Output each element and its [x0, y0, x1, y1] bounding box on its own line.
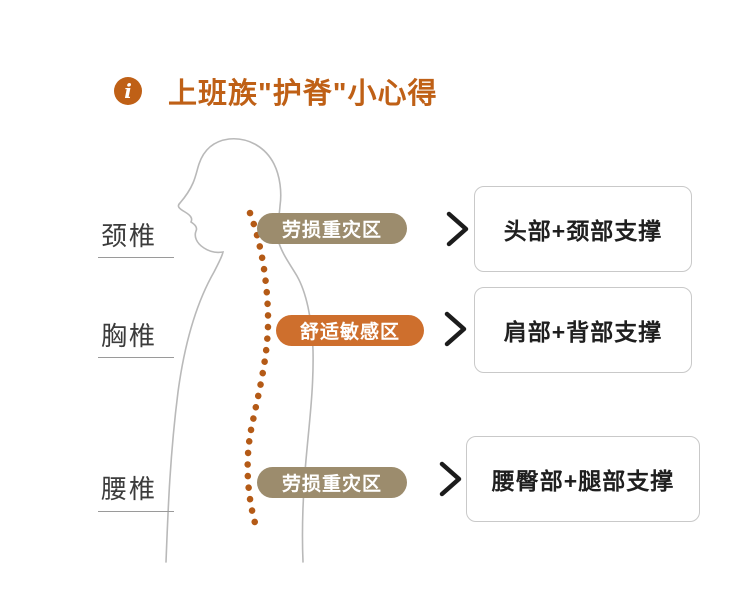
spine-dotted-line — [244, 209, 272, 534]
body-outline-path — [165, 138, 314, 563]
chevron-right-icon — [439, 461, 462, 497]
support-text: 腰臀部+腿部支撑 — [491, 468, 675, 494]
zone-pill-lumbar: 劳损重灾区 — [257, 467, 407, 498]
spine-label-underline — [98, 357, 174, 358]
zone-pill-thoracic: 舒适敏感区 — [276, 315, 424, 346]
spine-label-lumbar: 腰椎 — [101, 474, 158, 504]
support-box-shoulder-back: 肩部+背部支撑 — [474, 287, 692, 373]
support-box-head-neck: 头部+颈部支撑 — [474, 186, 692, 272]
spine-label-cervical: 颈椎 — [101, 221, 158, 251]
chevron-right-icon — [446, 211, 469, 247]
header: i 上班族"护脊"小心得 — [114, 70, 438, 112]
spine-label-underline — [98, 511, 174, 512]
support-text: 肩部+背部支撑 — [503, 319, 663, 345]
support-text: 头部+颈部支撑 — [503, 218, 663, 244]
page-title: 上班族"护脊"小心得 — [168, 78, 438, 110]
chevron-right-icon — [444, 311, 467, 347]
info-icon: i — [114, 77, 142, 105]
support-box-hip-leg: 腰臀部+腿部支撑 — [466, 436, 700, 522]
zone-pill-cervical: 劳损重灾区 — [257, 213, 407, 244]
spine-label-thoracic: 胸椎 — [101, 321, 158, 351]
spine-label-underline — [98, 257, 174, 258]
